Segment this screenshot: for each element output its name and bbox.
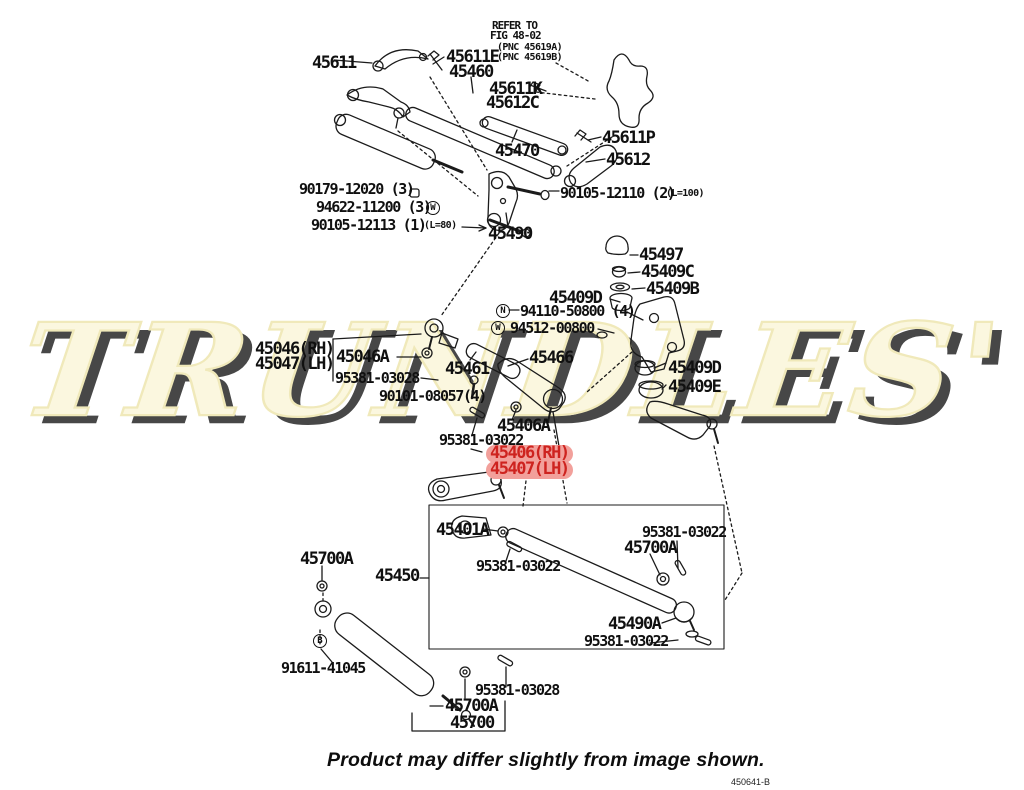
part-label-45700a-left: 45700A [300, 549, 354, 569]
part-label-94512-00800: 94512-00800 [510, 319, 595, 337]
disclaimer-caption: Product may differ slightly from image s… [327, 749, 765, 771]
part-label-95381-03028-bot: 95381-03028 [475, 681, 560, 699]
part-label-45700a-box: 45700A [624, 538, 678, 558]
part-label-45611k: 45611K [489, 79, 543, 99]
part-label-45450: 45450 [375, 566, 420, 586]
part-label-45409d-right: 45409D [668, 358, 722, 378]
part-label-marker-w-top: W [426, 201, 440, 215]
part-label-45046a: 45046A [336, 347, 390, 367]
part-label-95381-03022-b: 95381-03022 [476, 557, 561, 575]
part-label-45461: 45461 [445, 359, 490, 379]
part-label-pnc-45619b: (PNC 45619B) [497, 52, 563, 63]
steering-damper-drawing [314, 580, 514, 727]
part-label-45460: 45460 [449, 62, 494, 82]
part-label-45612: 45612 [606, 150, 651, 170]
part-label-45409e: 45409E [668, 377, 722, 397]
part-label-45490a: 45490A [608, 614, 662, 634]
relay-rod-box-drawing [428, 504, 725, 650]
part-label-45490: 45490 [488, 224, 533, 244]
part-label-45700a-bot: 45700A [445, 696, 499, 716]
part-label-l80: (L=80) [424, 220, 457, 231]
part-label-90105-12113: 90105-12113 (1) [311, 216, 427, 234]
part-label-95381-03022-c: 95381-03022 [642, 523, 727, 541]
part-label-marker-b: B [313, 634, 327, 648]
part-label-fig-48-02: FIG 48-02 [490, 29, 542, 42]
part-label-45611p: 45611P [602, 128, 656, 148]
part-label-45047-lh: 45047(LH) [255, 354, 335, 374]
leader-lines [320, 56, 679, 732]
part-label-45611: 45611 [312, 53, 357, 73]
part-label-45700: 45700 [450, 713, 495, 733]
knuckle-arm-drawing [427, 471, 505, 502]
part-label-90105-12110: 90105-12110 (2) [560, 184, 676, 202]
part-label-95381-03022-d: 95381-03022 [584, 632, 669, 650]
part-label-marker-w-mid: W [491, 321, 505, 335]
part-label-91611-41045: 91611-41045 [281, 659, 366, 677]
part-label-45470: 45470 [495, 141, 540, 161]
part-label-marker-n: N [496, 304, 510, 318]
figure-code: 450641-B [731, 777, 771, 787]
part-label-90101-08057: 90101-08057(4) [379, 387, 487, 405]
part-label-45409b: 45409B [646, 279, 700, 299]
part-label-95381-03028-mid: 95381-03028 [335, 369, 420, 387]
tie-rod-cluster-drawing [421, 318, 566, 423]
part-label-94622-11200: 94622-11200 (3) [316, 198, 432, 216]
top-cluster-drawing [333, 49, 654, 238]
part-label-45497: 45497 [639, 245, 684, 265]
part-label-l100: (L=100) [666, 188, 705, 199]
part-label-45611e: 45611E [446, 47, 500, 67]
part-label-45407-lh: 45407(LH) [486, 460, 573, 479]
part-label-45401a: 45401A [436, 520, 490, 540]
part-label-45409d-upper: 45409D [549, 288, 603, 308]
part-label-45406a: 45406A [497, 416, 551, 436]
part-label-45406-rh: 45406(RH) [486, 444, 573, 463]
part-label-90179-12020: 90179-12020 (3) [299, 180, 415, 198]
part-label-95381-03022-a: 95381-03022 [439, 431, 524, 449]
part-label-45612c: 45612C [486, 93, 540, 113]
idler-arm-stack-drawing [596, 235, 719, 444]
part-label-refer-to: REFER TO [492, 19, 538, 32]
part-label-45466: 45466 [529, 348, 574, 368]
part-label-45409c: 45409C [641, 262, 695, 282]
part-label-pnc-45619a: (PNC 45619A) [497, 42, 563, 53]
part-label-45046-rh: 45046(RH) [255, 339, 335, 359]
part-label-94110-50800: 94110-50800 (4) [520, 302, 636, 320]
